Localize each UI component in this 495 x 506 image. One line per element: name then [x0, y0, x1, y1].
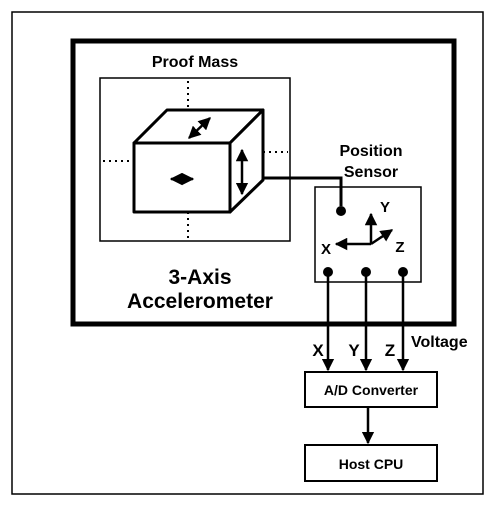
output-lines	[321, 276, 410, 372]
mass-sensor-link	[263, 176, 343, 206]
sensor-label: Sensor	[344, 164, 398, 181]
output-dot-z	[398, 267, 408, 277]
sensor-input-dot	[336, 206, 346, 216]
accelerometer-line2-label: Accelerometer	[127, 290, 273, 313]
accelerometer-line1-label: 3-Axis	[168, 266, 231, 289]
position-label: Position	[339, 143, 402, 160]
output-x-label: X	[312, 341, 324, 360]
position-sensor-box	[314, 186, 422, 283]
proof-mass-cube	[132, 108, 265, 214]
proof-mass-label: Proof Mass	[152, 54, 238, 71]
ad-converter-box	[304, 371, 438, 408]
output-y-label: Y	[348, 341, 360, 360]
axis-x-label: X	[321, 241, 331, 258]
host-cpu-box	[304, 444, 438, 482]
output-z-label: Z	[385, 341, 395, 360]
voltage-label: Voltage	[411, 334, 468, 351]
ad-converter-label: A/D Converter	[324, 382, 419, 398]
proof-mass-housing	[99, 77, 291, 242]
axis-z-arrow	[370, 228, 394, 246]
output-dot-x	[323, 267, 333, 277]
axis-y-label: Y	[380, 199, 390, 216]
axis-z-label: Z	[395, 239, 404, 256]
host-cpu-label: Host CPU	[339, 456, 404, 472]
y-motion-arrow	[188, 117, 211, 139]
output-dot-y	[361, 267, 371, 277]
suspension-lines	[103, 81, 288, 238]
outer-frame	[11, 11, 484, 495]
sensor-axes	[334, 212, 394, 251]
mass-motion-arrows	[169, 117, 249, 196]
accelerometer-box	[70, 38, 457, 327]
